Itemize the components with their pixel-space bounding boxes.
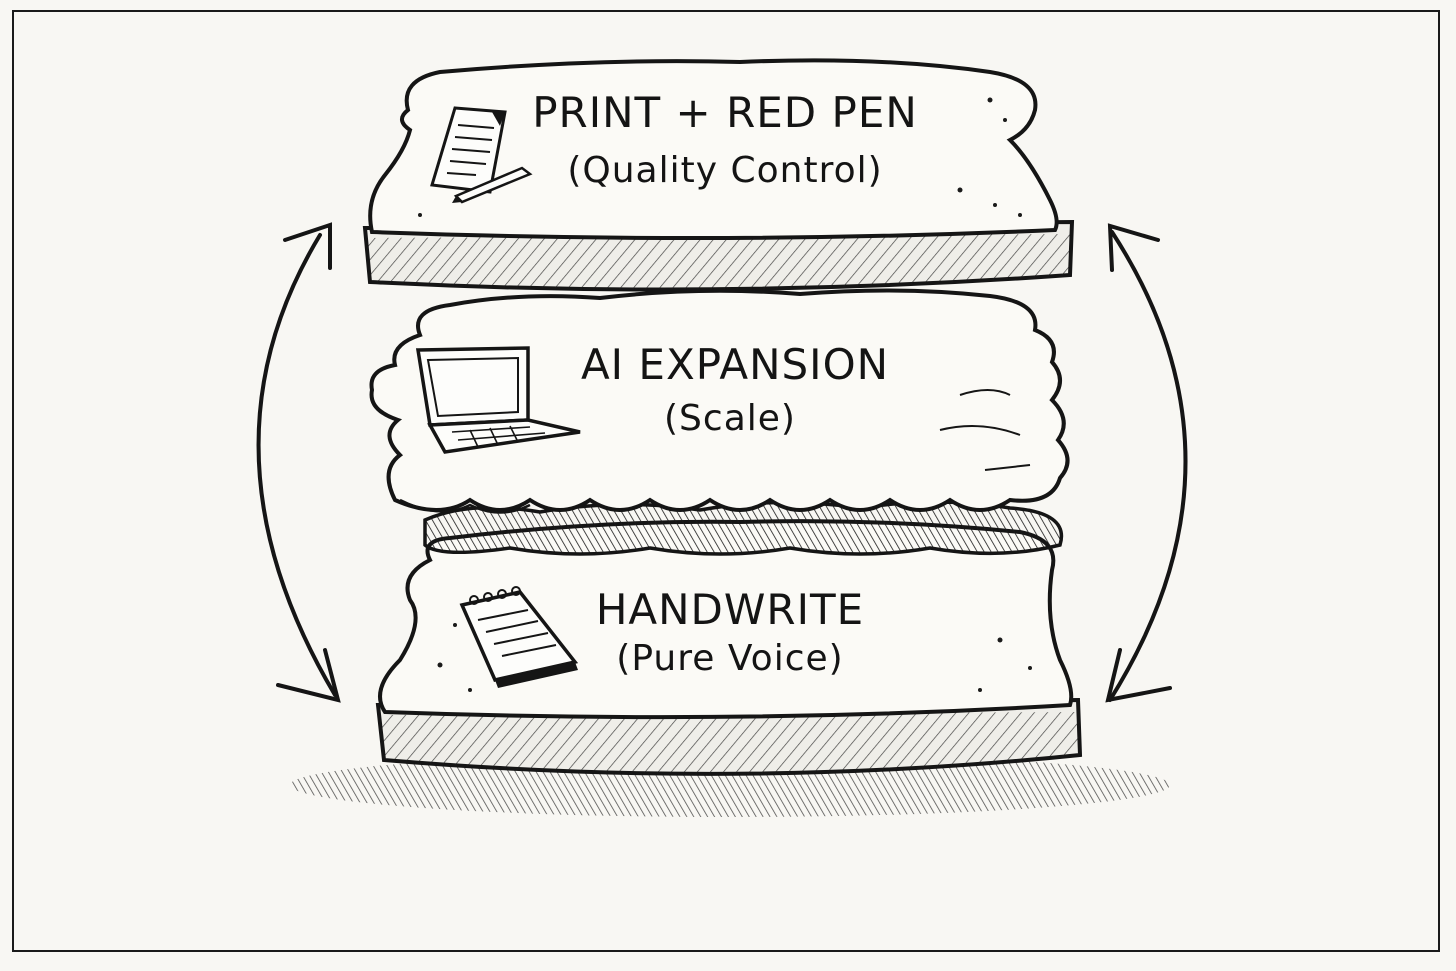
bottom-layer-title: HANDWRITE	[595, 585, 865, 634]
top-layer-title: PRINT + RED PEN	[532, 88, 918, 137]
right-cycle-arrow	[1105, 223, 1188, 703]
sketch-border	[12, 10, 1440, 952]
middle-cloud-layer	[369, 288, 1070, 514]
filling-layer	[423, 500, 1064, 556]
left-cycle-arrow	[256, 222, 341, 703]
top-bread-slice	[362, 58, 1075, 292]
bottom-layer-subtitle: (Pure Voice)	[616, 638, 844, 679]
paper-and-pen-icon	[430, 106, 533, 204]
notepad-icon	[459, 586, 579, 688]
middle-layer-subtitle: (Scale)	[664, 398, 796, 439]
laptop-icon	[415, 346, 581, 454]
top-layer-subtitle: (Quality Control)	[567, 150, 883, 191]
middle-layer-title: AI EXPANSION	[580, 340, 890, 389]
